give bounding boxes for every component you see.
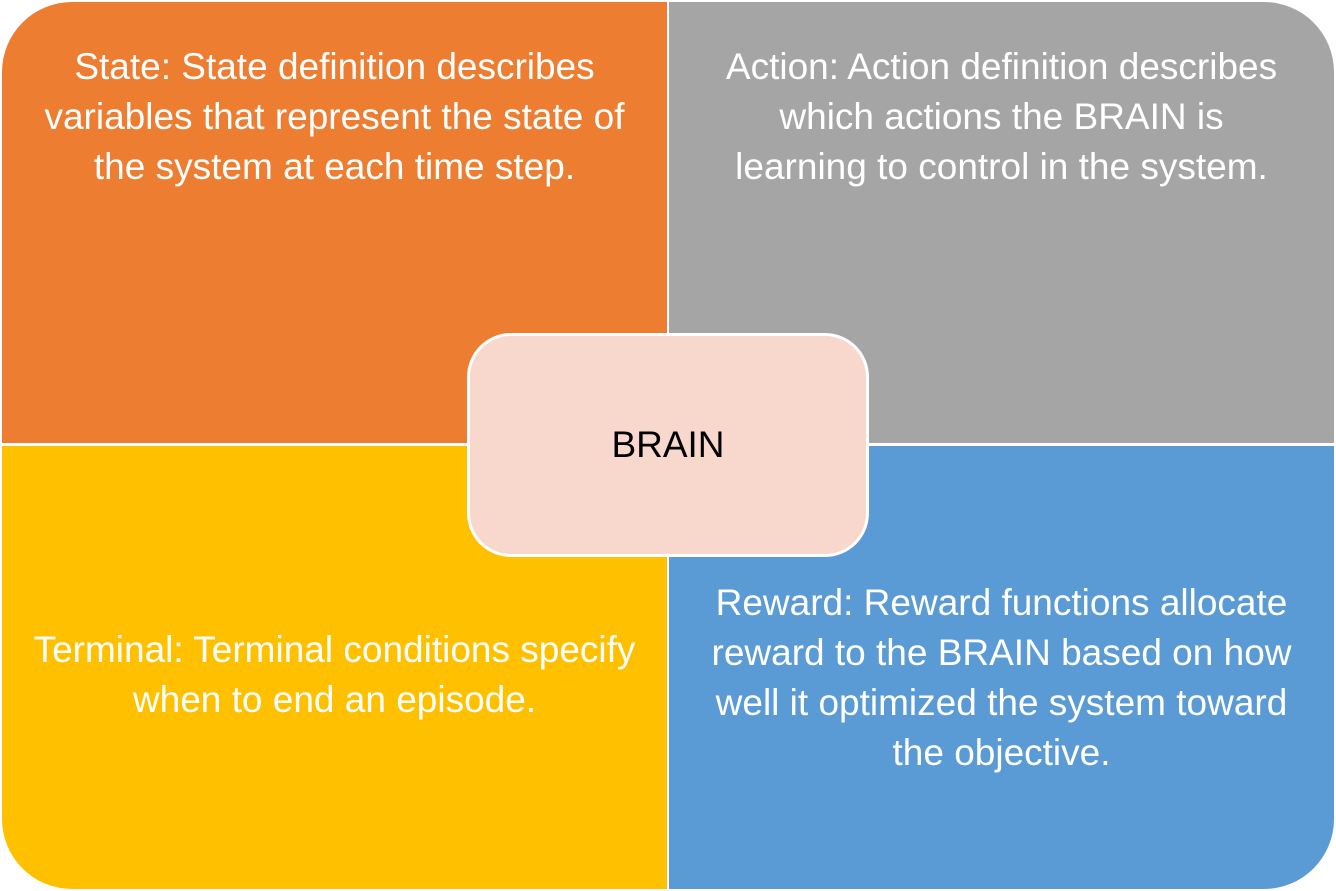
state-quadrant: State: State definition describes variab… <box>2 2 667 443</box>
action-text: Action: Action definition describes whic… <box>725 46 1278 187</box>
reward-text: Reward: Reward functions allocate reward… <box>711 581 1292 773</box>
terminal-text: Terminal: Terminal conditions specify wh… <box>33 628 636 720</box>
brain-label: BRAIN <box>611 424 725 465</box>
brain-center-box: BRAIN <box>467 333 869 557</box>
state-text: State: State definition describes variab… <box>44 46 625 187</box>
